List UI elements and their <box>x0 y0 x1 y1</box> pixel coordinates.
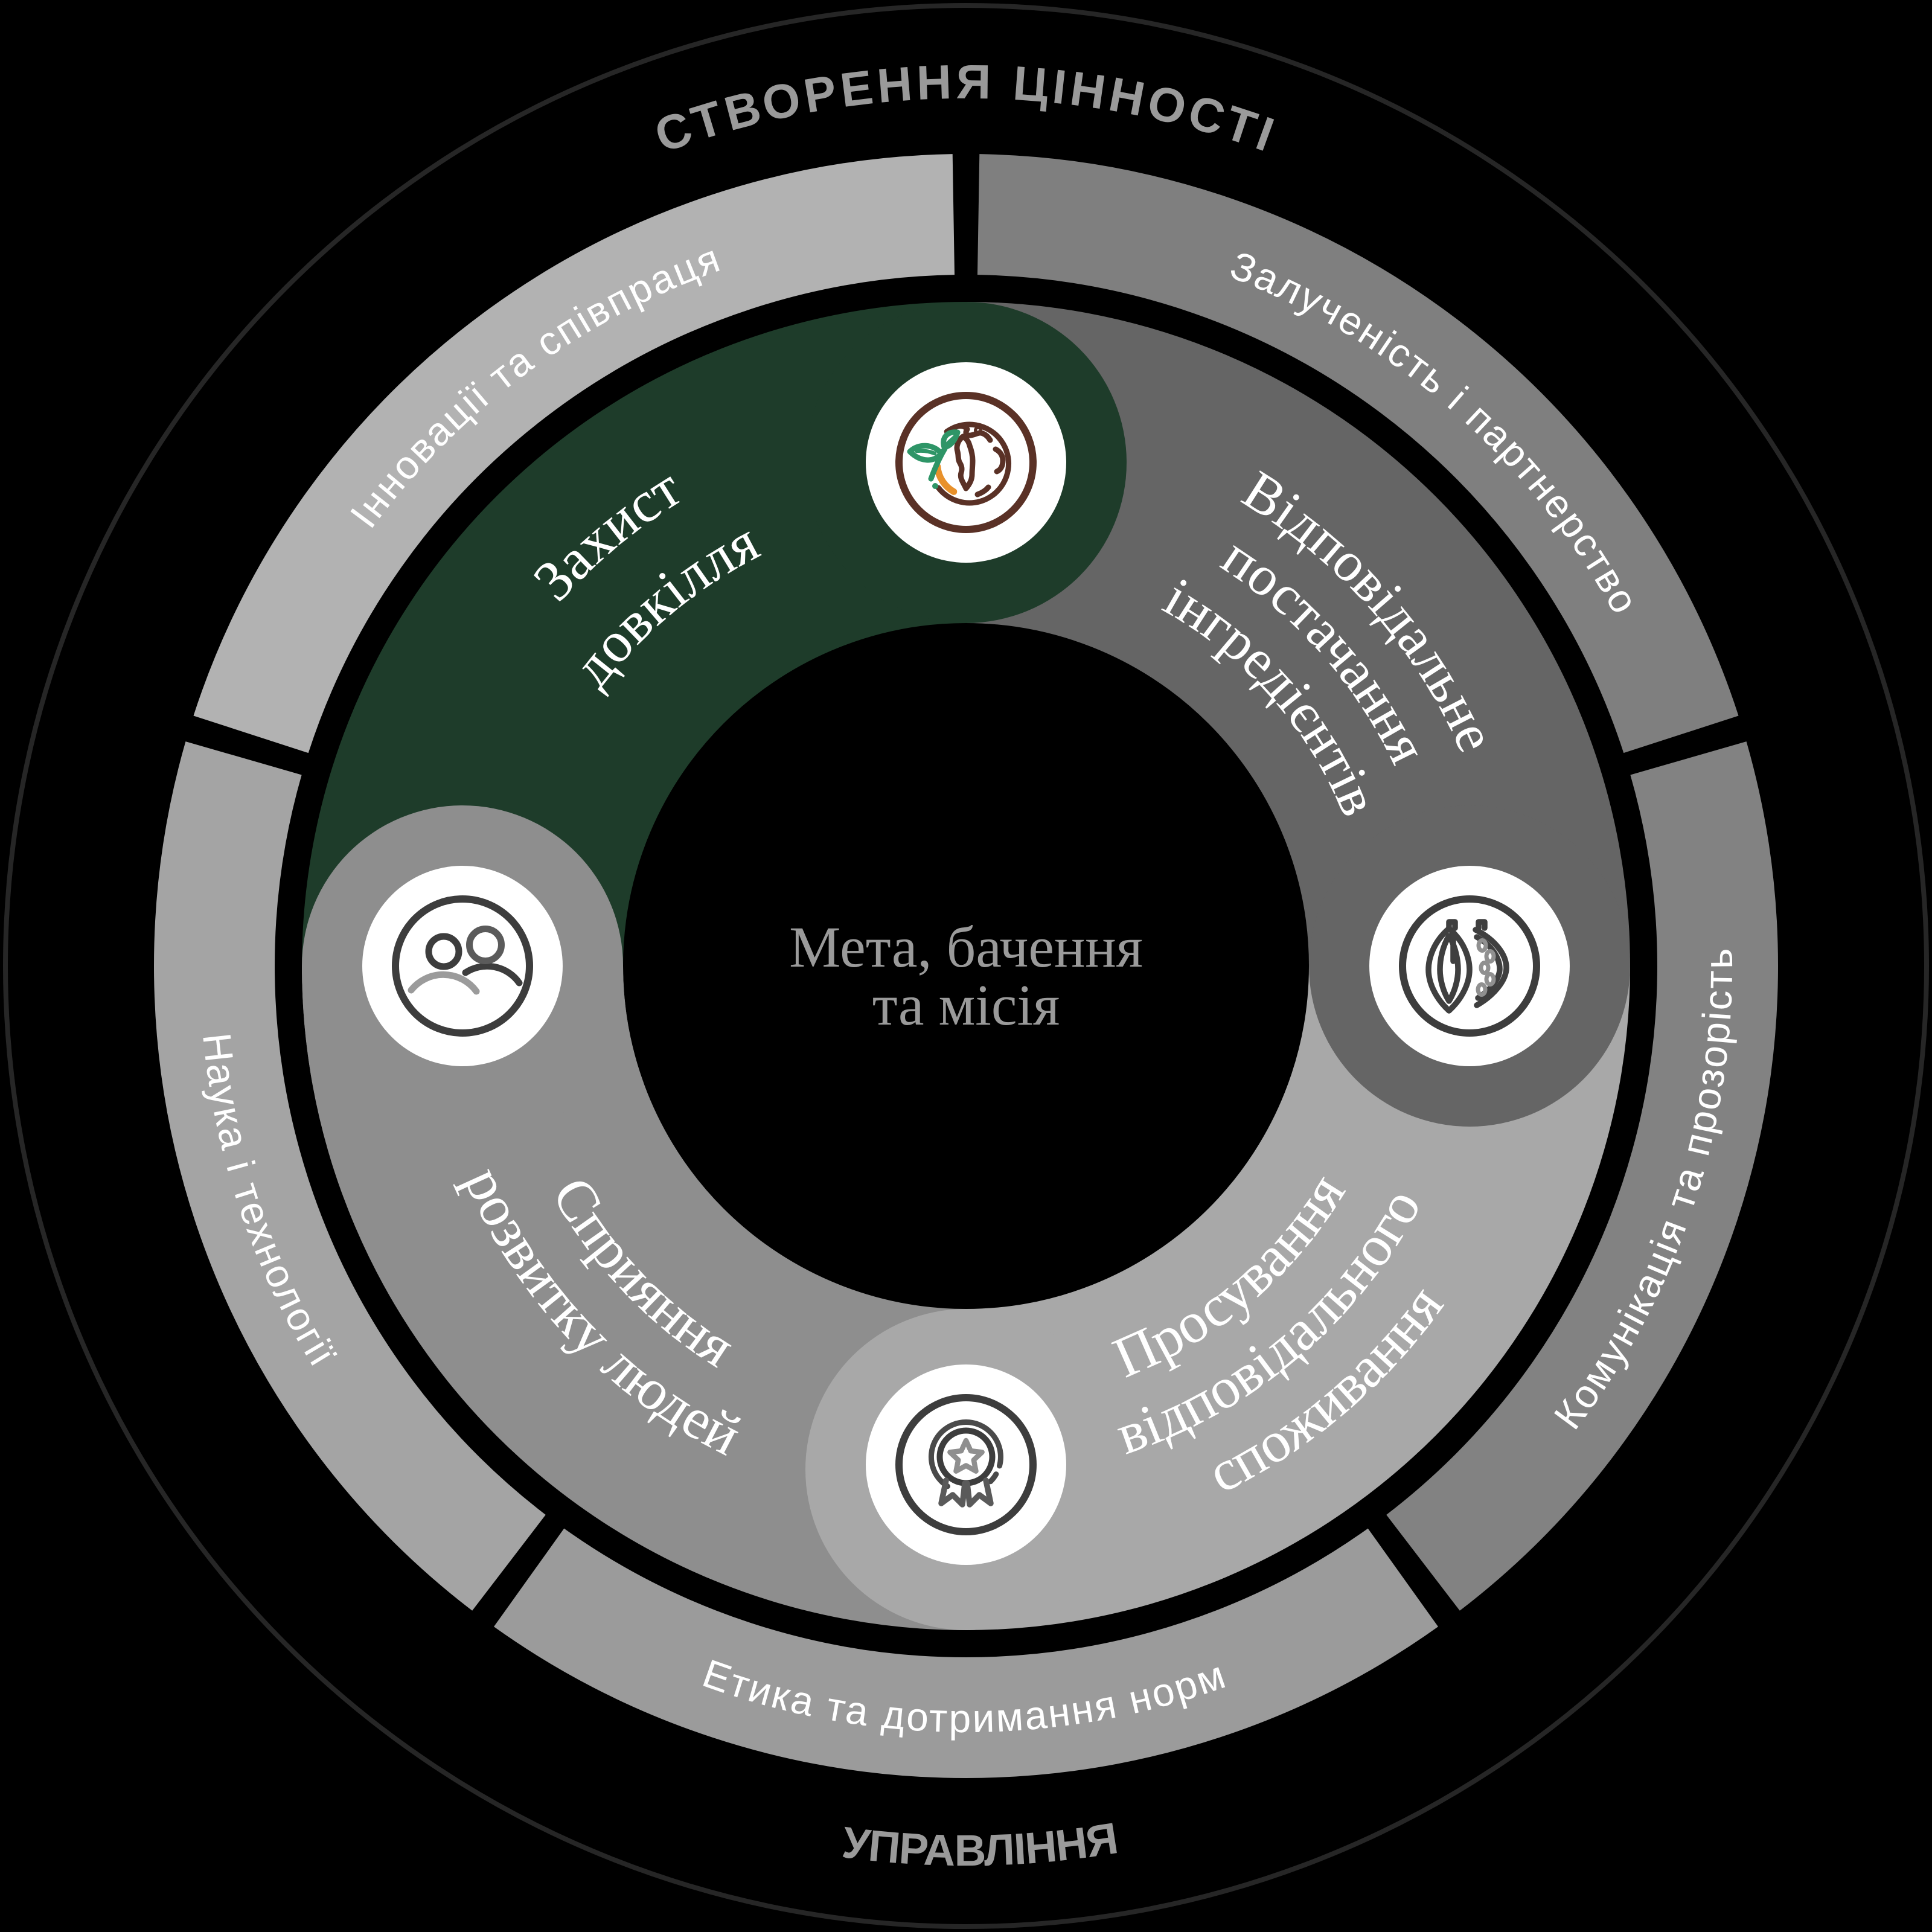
svg-text:та місія: та місія <box>872 973 1060 1037</box>
svg-text:Мета, бачення: Мета, бачення <box>789 915 1143 979</box>
